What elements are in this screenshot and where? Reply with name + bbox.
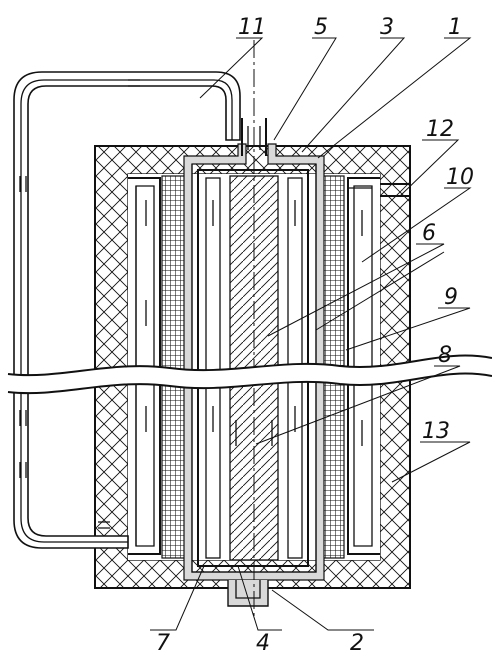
label-4: 4 xyxy=(256,631,270,656)
label-9: 9 xyxy=(444,285,458,310)
flow-marks xyxy=(19,79,363,529)
break-line-bottom xyxy=(7,372,492,395)
label-13: 13 xyxy=(422,419,450,444)
break-line-top xyxy=(7,354,492,377)
leader-lines xyxy=(150,37,472,631)
label-5: 5 xyxy=(314,15,328,40)
label-3: 3 xyxy=(380,15,394,40)
label-12: 12 xyxy=(426,117,454,142)
heat-exchanger-section xyxy=(13,40,411,620)
label-10: 10 xyxy=(446,165,474,190)
label-2: 2 xyxy=(350,631,364,656)
label-11: 11 xyxy=(238,15,266,40)
label-1: 1 xyxy=(448,15,462,40)
side-connection xyxy=(348,183,410,197)
label-8: 8 xyxy=(438,343,452,368)
label-6: 6 xyxy=(422,221,436,246)
bottom-nozzle xyxy=(227,580,269,607)
label-7: 7 xyxy=(156,631,170,656)
part-labels: 11 5 3 1 12 10 6 9 8 13 7 4 2 xyxy=(156,15,474,656)
top-nozzle xyxy=(241,118,267,156)
